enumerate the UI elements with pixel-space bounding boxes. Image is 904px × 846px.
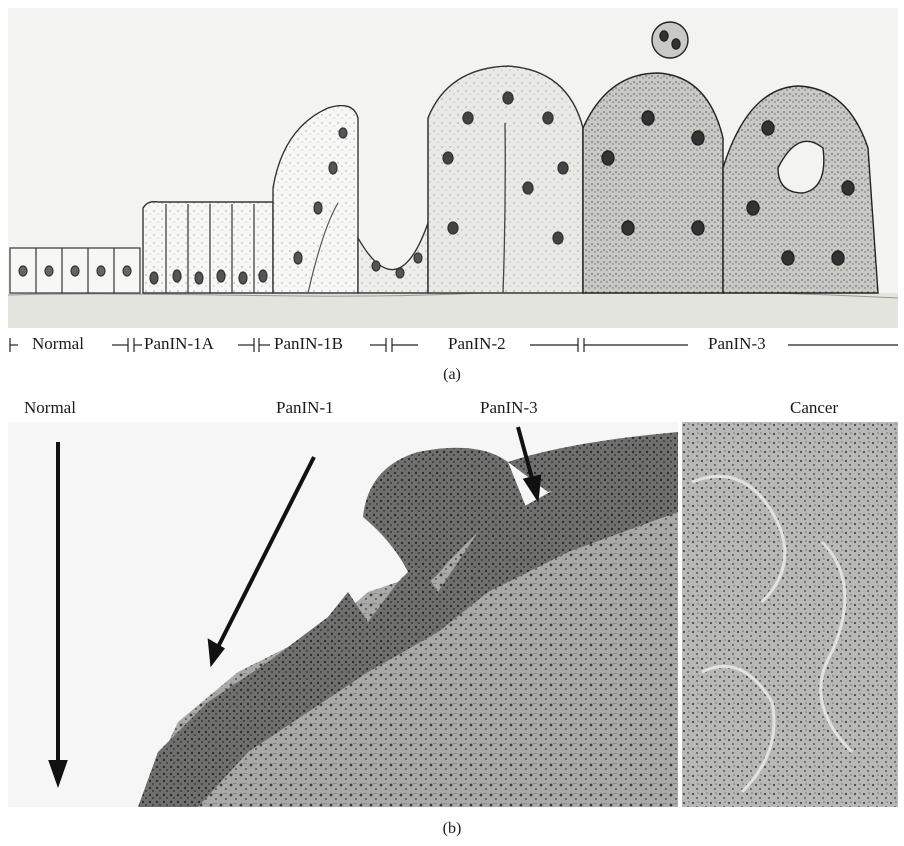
histology-micrograph — [8, 422, 678, 807]
micrograph-label-panin-3: PanIN-3 — [480, 398, 538, 418]
stage-label-panin-1a: PanIN-1A — [144, 334, 214, 354]
micrograph-label-normal: Normal — [24, 398, 76, 418]
stage-label-panin-3: PanIN-3 — [708, 334, 766, 354]
stage-label-panin-1b: PanIN-1B — [274, 334, 343, 354]
panin-progression-drawing — [8, 8, 898, 328]
normal-epithelium — [10, 248, 140, 293]
panel-a-illustration: Normal PanIN-1A PanIN-1B PanIN-2 PanIN-3 — [8, 8, 898, 358]
caption-a: (a) — [0, 366, 904, 384]
panin-2-papilla — [428, 66, 583, 293]
panin-1a-epithelium — [143, 202, 273, 293]
caption-b: (b) — [0, 820, 904, 838]
stage-label-panin-2: PanIN-2 — [448, 334, 506, 354]
cancer-micrograph — [682, 422, 898, 807]
stage-label-normal: Normal — [32, 334, 84, 354]
micrograph-label-cancer: Cancer — [790, 398, 838, 418]
micrograph-label-panin-1: PanIN-1 — [276, 398, 334, 418]
